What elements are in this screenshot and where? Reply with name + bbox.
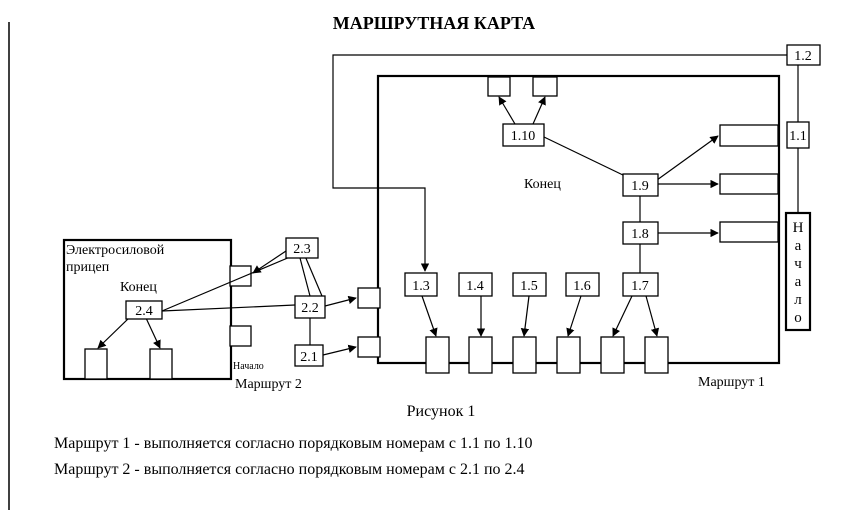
note-route1: Маршрут 1 - выполняется согласно порядко… xyxy=(54,435,533,452)
component-bottom-5 xyxy=(600,336,625,374)
component-bottom-2 xyxy=(468,336,493,374)
arrow-1-5 xyxy=(520,295,530,337)
component-bottom-4 xyxy=(556,336,581,374)
svg-text:1.4: 1.4 xyxy=(466,279,484,294)
trailer-component-bottom-1 xyxy=(84,348,108,380)
component-left-2 xyxy=(357,336,381,358)
component-right-1 xyxy=(719,124,779,147)
component-top-left xyxy=(487,76,511,97)
arrow-2-2 xyxy=(324,295,357,307)
svg-text:1.5: 1.5 xyxy=(520,279,538,294)
node-1-9: 1.9 xyxy=(622,173,659,197)
route1-label: Маршрут 1 xyxy=(698,375,765,390)
svg-text:1.10: 1.10 xyxy=(511,129,536,144)
svg-text:1.6: 1.6 xyxy=(573,279,591,294)
component-right-3 xyxy=(719,221,779,243)
node-2-4: 2.4 xyxy=(125,300,163,320)
figure-caption: Рисунок 1 xyxy=(407,403,476,420)
arrow-1-6 xyxy=(566,295,582,337)
svg-text:а: а xyxy=(795,238,802,254)
component-bottom-1 xyxy=(425,336,450,374)
arrow-1-7-left xyxy=(612,295,633,337)
component-bottom-6 xyxy=(644,336,669,374)
node-1-10: 1.10 xyxy=(502,123,545,147)
node-1-8: 1.8 xyxy=(622,221,659,245)
route2-label: Маршрут 2 xyxy=(235,377,302,392)
node-1-6: 1.6 xyxy=(565,272,600,297)
node-1-2: 1.2 xyxy=(786,44,821,66)
svg-text:1.2: 1.2 xyxy=(794,49,812,64)
svg-text:1.8: 1.8 xyxy=(631,227,649,242)
svg-text:ч: ч xyxy=(794,256,802,272)
line-1-2-to-1-3 xyxy=(332,54,787,272)
arrow-2-1 xyxy=(322,344,357,356)
line-2-3-to-2-2-right xyxy=(304,255,323,297)
svg-text:2.1: 2.1 xyxy=(300,350,318,365)
arrow-1-10-left xyxy=(498,96,516,125)
svg-text:1.1: 1.1 xyxy=(789,129,807,144)
trailer-label-line1: Электросиловой xyxy=(66,243,165,258)
main-end-label: Конец xyxy=(524,177,561,192)
trailer-label-line2: прицеп xyxy=(66,260,110,275)
component-right-2 xyxy=(719,173,779,195)
arrow-2-3 xyxy=(252,250,287,274)
arrow-1-10-right xyxy=(532,96,546,125)
svg-text:о: о xyxy=(794,310,802,326)
node-1-3: 1.3 xyxy=(404,272,438,297)
arrow-2-4-left xyxy=(97,317,130,349)
svg-text:Н: Н xyxy=(793,220,804,236)
svg-text:1.7: 1.7 xyxy=(631,279,649,294)
node-1-1: 1.1 xyxy=(786,121,810,149)
page-title: МАРШРУТНАЯ КАРТА xyxy=(333,13,535,33)
node-2-1: 2.1 xyxy=(294,344,324,367)
svg-text:а: а xyxy=(795,274,802,290)
main-vehicle-frame xyxy=(376,74,781,365)
svg-text:л: л xyxy=(794,292,802,308)
arrow-1-7-right xyxy=(645,295,660,337)
line-2-2-to-2-3 xyxy=(299,257,311,297)
component-top-right xyxy=(532,76,558,97)
svg-text:2.3: 2.3 xyxy=(293,242,311,257)
arrow-2-4-right xyxy=(145,317,161,349)
arrow-1-9-up xyxy=(656,135,719,181)
start-vertical-label: Н а ч а л о xyxy=(793,220,804,326)
line-1-9-to-1-10 xyxy=(543,136,626,177)
line-2-2-to-2-4 xyxy=(161,304,296,312)
svg-text:1.3: 1.3 xyxy=(412,279,430,294)
trailer-component-right-1 xyxy=(229,265,252,287)
node-1-5: 1.5 xyxy=(512,272,547,297)
route2-start-label: Начало xyxy=(233,361,264,372)
node-1-7: 1.7 xyxy=(622,272,659,297)
svg-text:2.4: 2.4 xyxy=(135,304,153,319)
component-left-1 xyxy=(357,287,381,309)
component-bottom-3 xyxy=(512,336,537,374)
trailer-component-bottom-2 xyxy=(149,348,173,380)
node-1-4: 1.4 xyxy=(458,272,493,297)
svg-text:2.2: 2.2 xyxy=(301,301,319,316)
node-2-2: 2.2 xyxy=(294,295,326,319)
arrow-1-3 xyxy=(421,295,438,337)
svg-text:1.9: 1.9 xyxy=(631,179,649,194)
trailer-component-right-2 xyxy=(229,325,252,347)
node-2-3: 2.3 xyxy=(285,237,319,259)
line-2-3-to-2-4 xyxy=(161,256,291,312)
trailer-frame xyxy=(62,238,233,381)
trailer-end-label: Конец xyxy=(120,280,157,295)
note-route2: Маршрут 2 - выполняется согласно порядко… xyxy=(54,461,525,478)
